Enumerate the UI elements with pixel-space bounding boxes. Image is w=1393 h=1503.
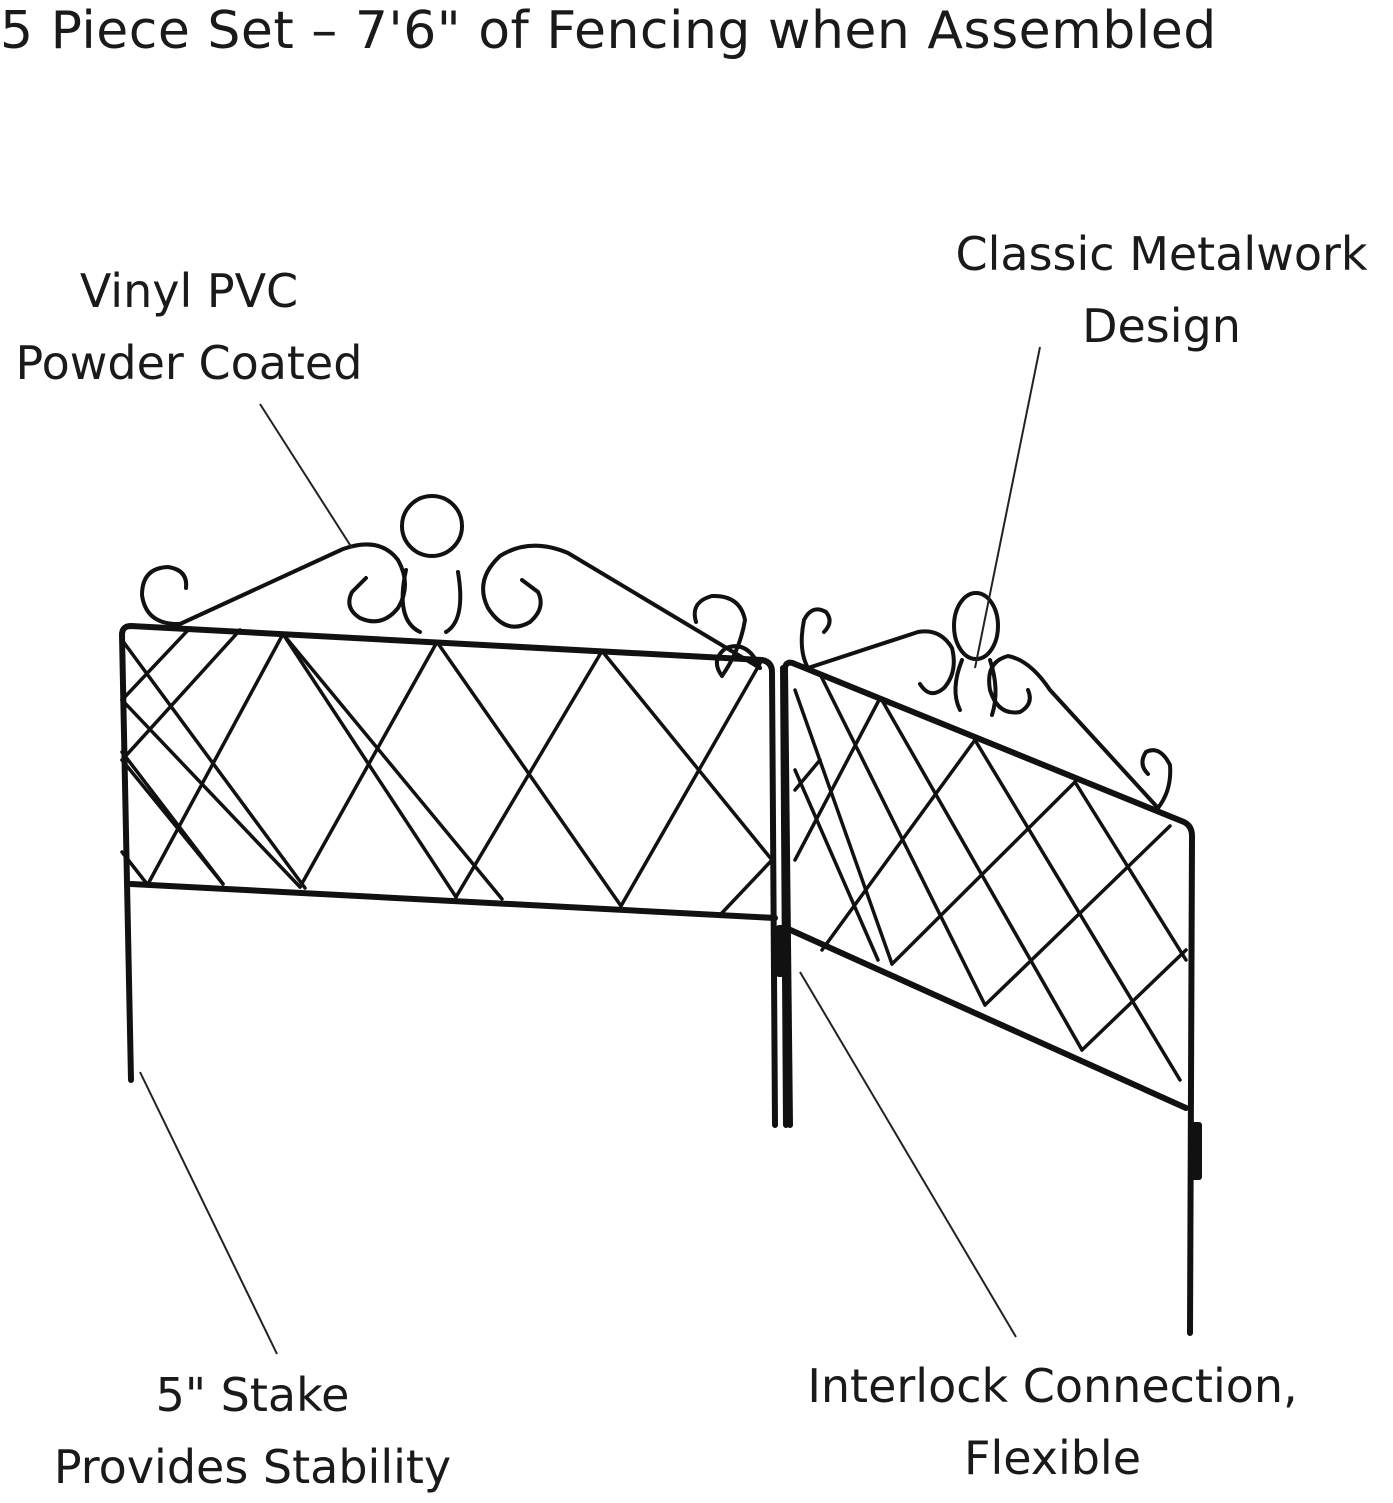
leader-stake xyxy=(139,1071,278,1355)
callout-interlock: Interlock Connection, Flexible xyxy=(780,1350,1325,1494)
callout-vinyl-pvc: Vinyl PVC Powder Coated xyxy=(0,255,378,399)
left-fence-panel xyxy=(119,494,789,1128)
center-interlock-clip xyxy=(776,925,790,977)
callout-interlock-line1: Interlock Connection, xyxy=(807,1359,1298,1413)
callout-classic-metalwork: Classic Metalwork Design xyxy=(930,218,1393,362)
callout-vinyl-line1: Vinyl PVC xyxy=(79,264,299,318)
right-panel-bottom-rail xyxy=(783,925,1189,1111)
callout-stake-line2: Provides Stability xyxy=(53,1440,452,1494)
leader-vinyl xyxy=(259,403,353,549)
left-panel-lattice xyxy=(120,626,774,917)
callout-classic-line1: Classic Metalwork xyxy=(955,227,1368,281)
right-panel-lattice xyxy=(793,672,1188,1082)
callout-classic-line2: Design xyxy=(1082,299,1241,353)
left-panel-scrollwork xyxy=(140,494,762,678)
right-fence-panel xyxy=(776,591,1202,1336)
callout-stake: 5" Stake Provides Stability xyxy=(30,1359,475,1503)
page-title: 5 Piece Set – 7'6" of Fencing when Assem… xyxy=(0,1,1217,61)
leader-classic xyxy=(974,346,1041,669)
left-panel-bottom-rail xyxy=(128,881,778,921)
leader-interlock xyxy=(799,971,1017,1338)
left-panel-frame xyxy=(119,623,778,1128)
callout-interlock-line2: Flexible xyxy=(963,1431,1141,1485)
callout-stake-line1: 5" Stake xyxy=(155,1368,350,1422)
interlock-clip xyxy=(1188,1122,1202,1180)
callout-vinyl-line2: Powder Coated xyxy=(15,336,363,390)
right-panel-scrollwork xyxy=(799,591,1173,810)
right-panel-frame xyxy=(782,659,1195,1336)
leader-lines xyxy=(139,346,1041,1355)
